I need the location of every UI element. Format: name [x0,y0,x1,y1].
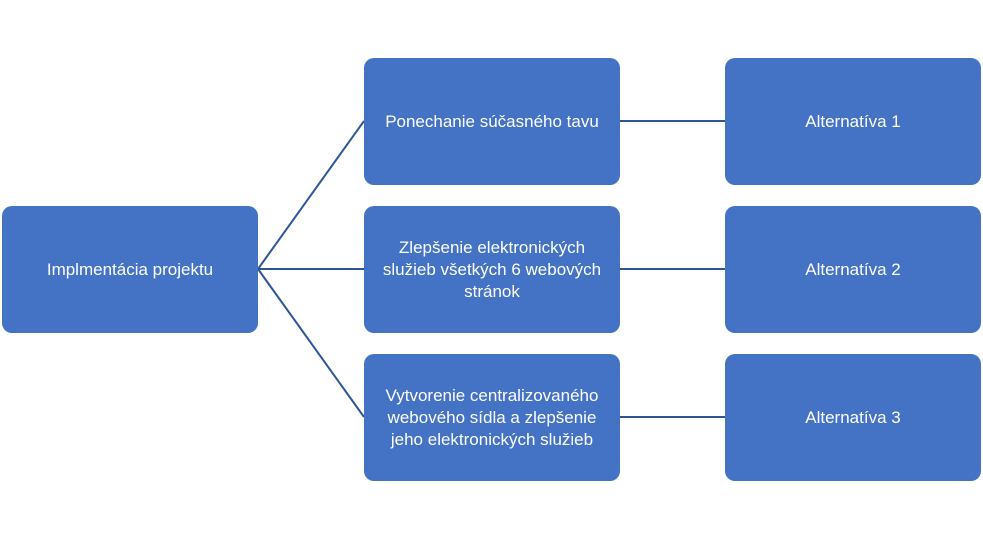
option-node-1: Ponechanie súčasného tavu [364,58,620,185]
root-node-label: Implmentácia projektu [46,259,214,279]
root-node: Implmentácia projektu [2,206,258,333]
option-node-2-label: Zlepšenie elektronických služieb všetkýc… [382,237,602,301]
alternative-node-2: Alternatíva 2 [725,206,981,333]
alternative-node-2-label: Alternatíva 2 [805,259,901,279]
alternative-node-1-label: Alternatíva 1 [805,111,901,131]
alternative-node-3: Alternatíva 3 [725,354,981,481]
alternative-node-3-label: Alternatíva 3 [805,407,901,427]
alternative-node-1: Alternatíva 1 [725,58,981,185]
option-node-1-label: Ponechanie súčasného tavu [385,111,599,131]
connector-root-option-3 [257,268,365,418]
option-node-3-label: Vytvorenie centralizovaného webového síd… [385,385,599,449]
connector-root-option-1 [257,120,365,270]
option-node-3: Vytvorenie centralizovaného webového síd… [364,354,620,481]
option-node-2: Zlepšenie elektronických služieb všetkýc… [364,206,620,333]
